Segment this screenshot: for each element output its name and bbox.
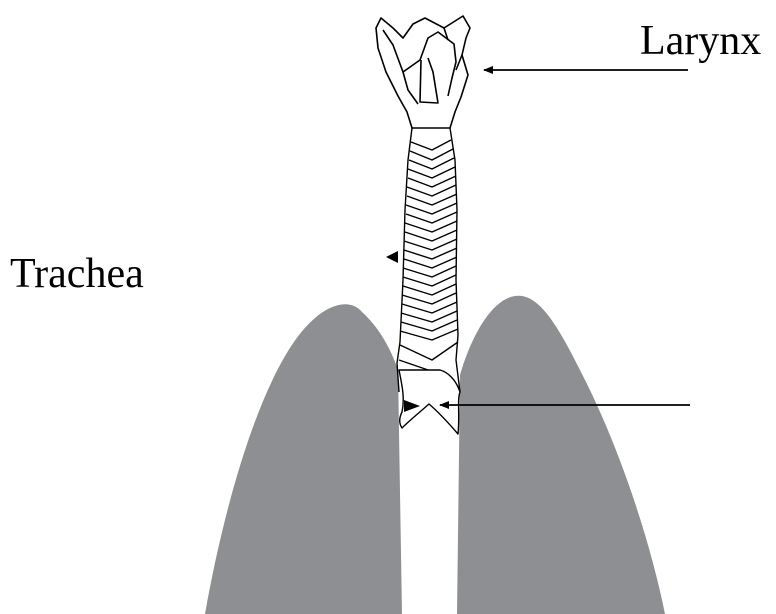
label-trachea: Trachea: [10, 253, 144, 295]
trachea-marker-arrowhead: [386, 251, 398, 263]
larynx: [376, 16, 470, 128]
left-lung: [205, 304, 402, 614]
trachea: [397, 128, 460, 392]
label-larynx: Larynx: [640, 20, 761, 62]
right-lung: [457, 296, 665, 614]
